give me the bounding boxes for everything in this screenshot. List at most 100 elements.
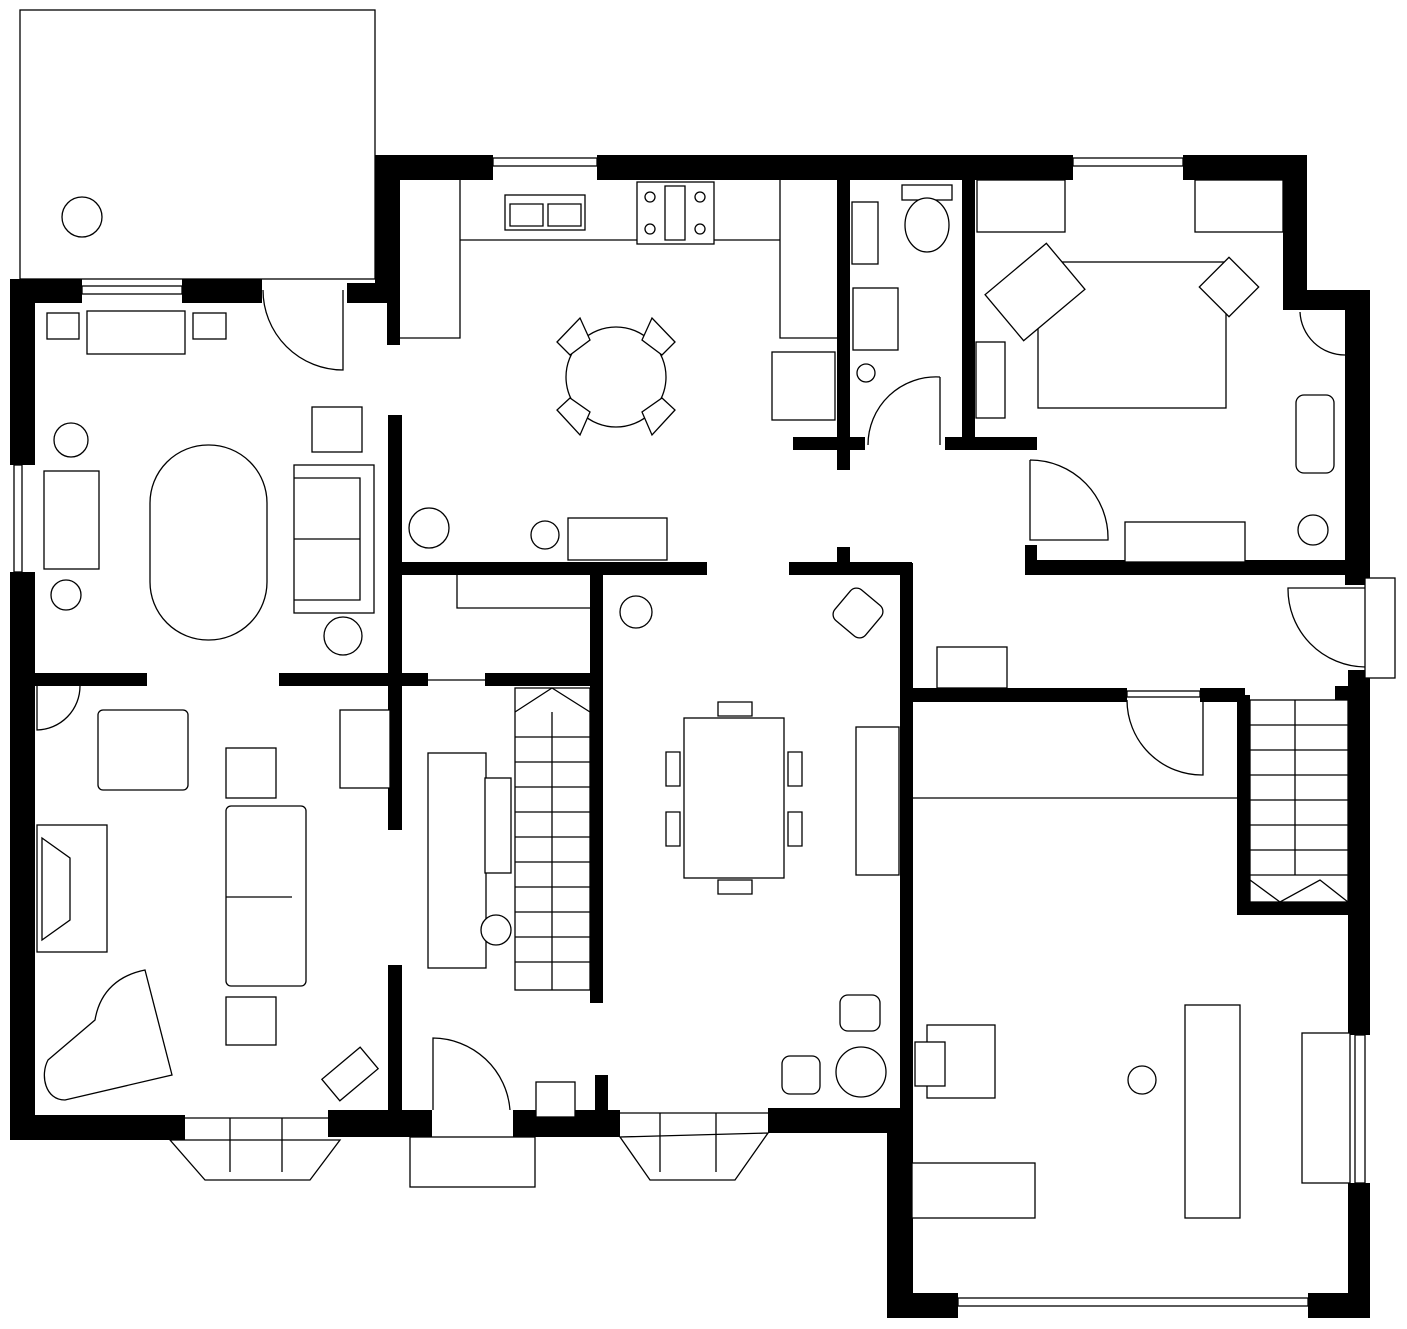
hall-box — [535, 1081, 576, 1118]
wall — [962, 180, 975, 437]
round-side-table — [835, 1046, 887, 1098]
window — [1354, 1034, 1366, 1184]
lamp-table — [225, 747, 277, 799]
dining-table — [683, 717, 785, 879]
fireplace — [36, 824, 108, 953]
wall — [1025, 545, 1037, 575]
wall — [1283, 155, 1307, 310]
speaker-left — [46, 312, 80, 340]
hall-radiator — [484, 777, 512, 874]
sofa-cushions — [294, 477, 361, 601]
wall — [597, 155, 1073, 180]
lamp-table — [225, 996, 277, 1046]
door-terrace — [262, 289, 344, 371]
plant — [480, 914, 512, 946]
wall — [10, 1115, 185, 1140]
bedroom-desk — [1124, 521, 1246, 563]
window — [957, 1297, 1309, 1307]
kitchen-bin — [408, 507, 450, 549]
kitchen-counter — [400, 180, 837, 339]
wall — [887, 1293, 958, 1318]
speaker-right — [192, 312, 227, 340]
window — [81, 285, 183, 295]
wall — [35, 673, 147, 686]
wall — [1237, 902, 1350, 915]
door-bathroom — [867, 376, 941, 446]
dining-room — [665, 587, 900, 1098]
side-entry-step — [1364, 577, 1396, 679]
hall-bench — [427, 752, 487, 969]
bay-window-right — [618, 1132, 770, 1181]
plant — [1297, 514, 1329, 546]
bedroom-armchair — [984, 242, 1086, 342]
stair-steps — [514, 687, 591, 990]
bedroom-side-table — [1198, 256, 1260, 318]
stairs-down — [1249, 699, 1349, 903]
wall — [1348, 670, 1370, 1035]
door-front — [432, 1037, 511, 1111]
wall — [388, 415, 402, 830]
wall — [400, 562, 707, 575]
stove-burners — [644, 185, 706, 241]
wall — [10, 279, 35, 465]
bay-window-mullions — [185, 1112, 768, 1172]
walls — [10, 155, 1370, 1318]
wall — [900, 563, 913, 1133]
wall — [182, 279, 262, 303]
bathroom-shelf — [851, 201, 879, 265]
wall — [10, 572, 35, 1140]
reading-chair — [839, 994, 881, 1032]
tv-console — [86, 310, 186, 355]
nightstand-right — [1194, 179, 1284, 233]
stove — [636, 181, 715, 245]
door-bedroom-closet — [1299, 311, 1346, 356]
wall — [1345, 290, 1370, 585]
terrace — [19, 9, 376, 280]
office — [911, 646, 1351, 1219]
plant — [530, 520, 560, 550]
terrace-outline — [19, 9, 376, 280]
living-room — [43, 310, 375, 656]
wall — [789, 562, 912, 575]
window — [1072, 157, 1184, 167]
bedroom-chair — [1295, 394, 1335, 474]
bathroom-bin — [856, 363, 876, 383]
lounge-desk — [339, 709, 391, 789]
door-office — [1126, 699, 1204, 776]
bay-window-left — [168, 1139, 342, 1181]
wall — [768, 1108, 910, 1133]
plants — [50, 514, 1329, 946]
kitchen-cabinet — [567, 517, 668, 561]
wall — [887, 1108, 913, 1318]
wall — [837, 180, 850, 470]
terrace-table — [61, 196, 103, 238]
wall — [1027, 560, 1370, 575]
wall — [388, 965, 402, 1115]
hall-closet — [428, 575, 590, 681]
lounge-armchair — [97, 709, 189, 791]
fireplace-hearth — [41, 836, 71, 942]
wall — [1200, 688, 1245, 702]
lounge-sofa — [225, 805, 307, 987]
bedroom — [975, 179, 1335, 563]
dining-chairs — [665, 701, 803, 895]
hall — [427, 575, 591, 1118]
office-desk — [1184, 1004, 1241, 1219]
window — [492, 157, 598, 167]
kitchen — [400, 180, 837, 561]
wall — [590, 562, 603, 1003]
wall — [387, 300, 400, 345]
grand-piano — [43, 969, 173, 1101]
stairs-down-steps — [1249, 700, 1349, 903]
window — [1126, 690, 1201, 698]
lamp-table — [311, 406, 363, 453]
wall — [375, 155, 400, 303]
office-bench — [911, 1162, 1036, 1219]
tv — [43, 470, 100, 570]
doors — [36, 289, 1396, 1188]
front-step — [409, 1136, 536, 1188]
wall — [485, 673, 600, 686]
corner-chair — [832, 587, 884, 639]
wall — [279, 673, 428, 686]
